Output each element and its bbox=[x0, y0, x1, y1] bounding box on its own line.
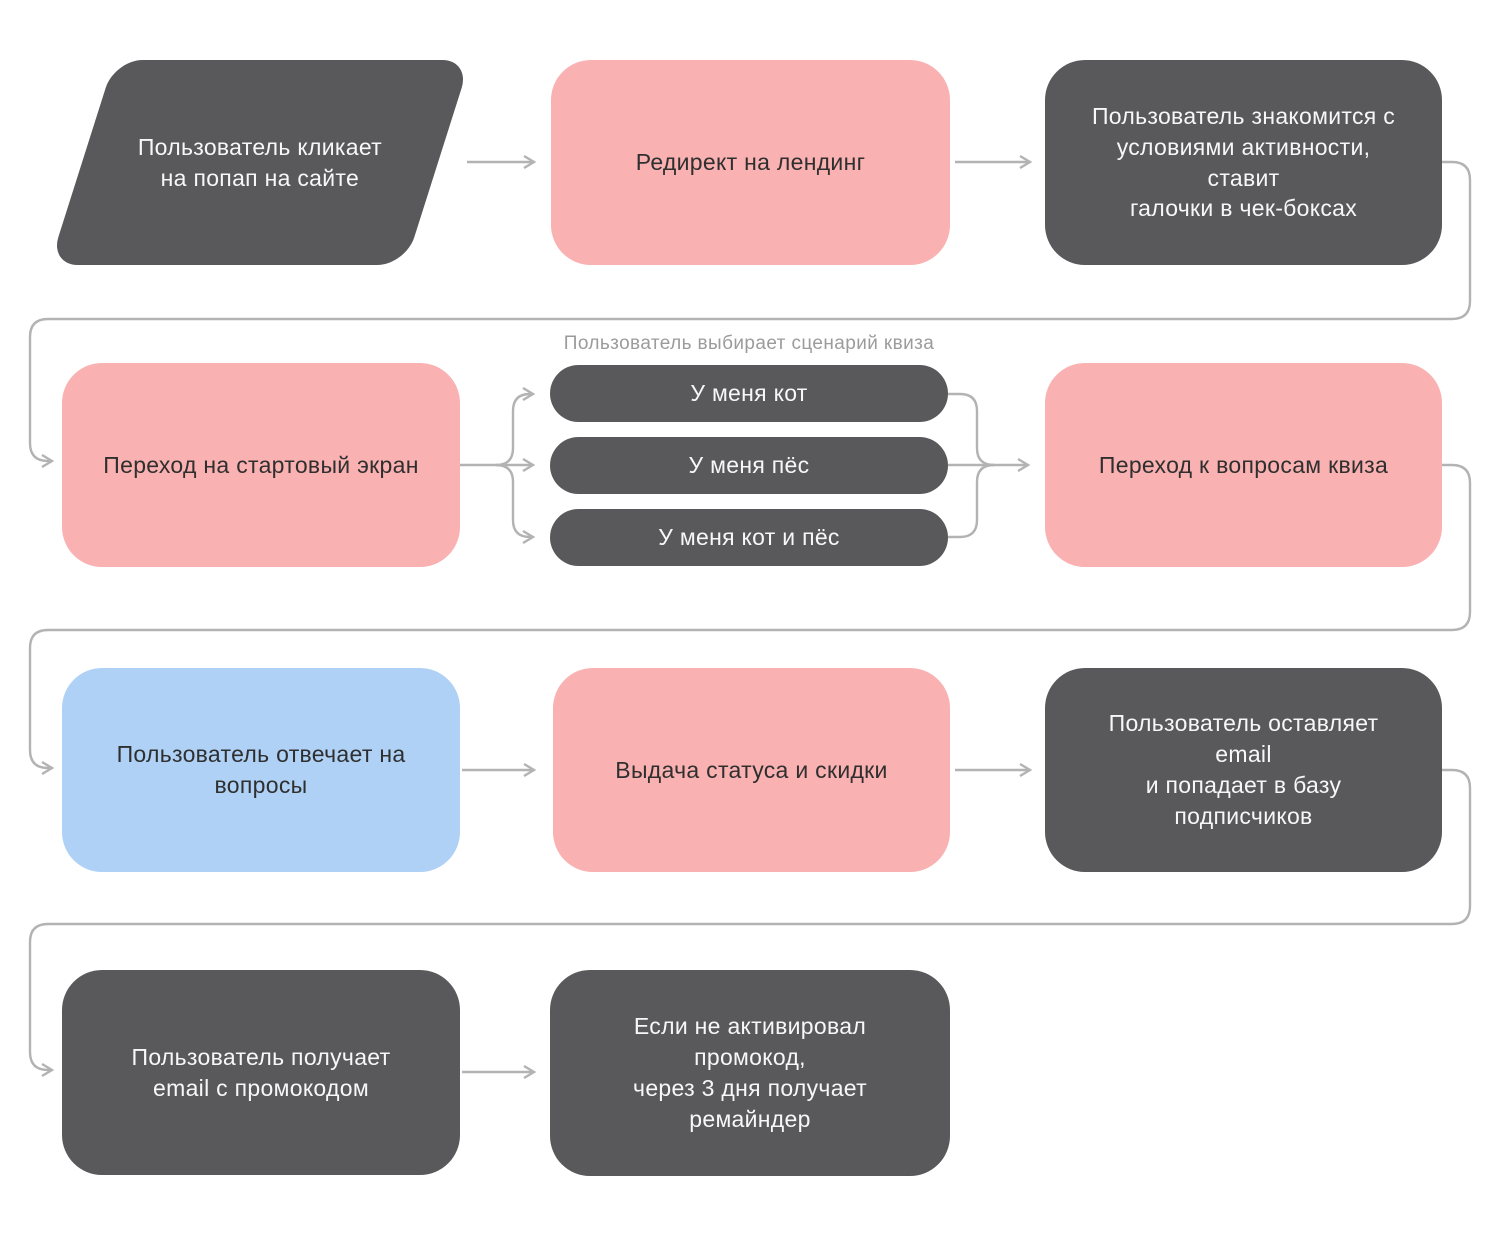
node-reminder-label: Если не активировал промокод, через 3 дн… bbox=[633, 1013, 867, 1132]
node-user-answers: Пользователь отвечает на вопросы bbox=[62, 668, 460, 872]
node-email-capture: Пользователь оставляет email и попадает … bbox=[1045, 668, 1442, 872]
node-start-screen: Переход на стартовый экран bbox=[62, 363, 460, 567]
node-promo-email-label: Пользователь получает email с промокодом bbox=[131, 1043, 391, 1101]
node-terms-checkboxes: Пользователь знакомится с условиями акти… bbox=[1045, 60, 1442, 265]
node-redirect-landing: Редирект на лендинг bbox=[551, 60, 950, 265]
scenario-select-label: Пользователь выбирает сценарий квиза bbox=[563, 333, 935, 354]
node-option-dog-label: У меня пёс bbox=[688, 452, 810, 479]
merge-from-bottom bbox=[948, 463, 995, 539]
fork-branch-bottom bbox=[495, 463, 536, 545]
node-option-cat-and-dog-label: У меня кот и пёс bbox=[658, 524, 840, 551]
node-promo-email: Пользователь получает email с промокодом bbox=[62, 970, 460, 1175]
node-quiz-questions-label: Переход к вопросам квиза bbox=[1098, 451, 1389, 478]
node-reminder: Если не активировал промокод, через 3 дн… bbox=[550, 970, 950, 1176]
node-user-answers-label: Пользователь отвечает на вопросы bbox=[116, 741, 406, 798]
connector-wrap-row1-to-row2 bbox=[28, 160, 1472, 469]
node-option-dog: У меня пёс bbox=[550, 437, 948, 494]
node-redirect-landing-label: Редирект на лендинг bbox=[635, 149, 866, 176]
merge-from-top bbox=[948, 392, 995, 467]
node-status-discount-label: Выдача статуса и скидки bbox=[615, 756, 888, 783]
node-status-discount: Выдача статуса и скидки bbox=[553, 668, 950, 872]
node-popup-click: Пользователь кликает на попап на сайте bbox=[49, 60, 471, 265]
connector-wrap-row3-to-row4 bbox=[28, 768, 1472, 1078]
connector-wrap-row2-to-row3 bbox=[28, 463, 1472, 776]
fork-branch-top bbox=[495, 386, 536, 467]
node-start-screen-label: Переход на стартовый экран bbox=[103, 451, 419, 478]
node-popup-click-label: Пользователь кликает на попап на сайте bbox=[137, 133, 383, 191]
node-email-capture-label: Пользователь оставляет email и попадает … bbox=[1108, 710, 1379, 829]
node-option-cat: У меня кот bbox=[550, 365, 948, 422]
node-quiz-questions: Переход к вопросам квиза bbox=[1045, 363, 1442, 567]
node-option-cat-and-dog: У меня кот и пёс bbox=[550, 509, 948, 566]
node-option-cat-label: У меня кот bbox=[690, 380, 808, 407]
node-terms-checkboxes-label: Пользователь знакомится с условиями акти… bbox=[1091, 102, 1396, 222]
